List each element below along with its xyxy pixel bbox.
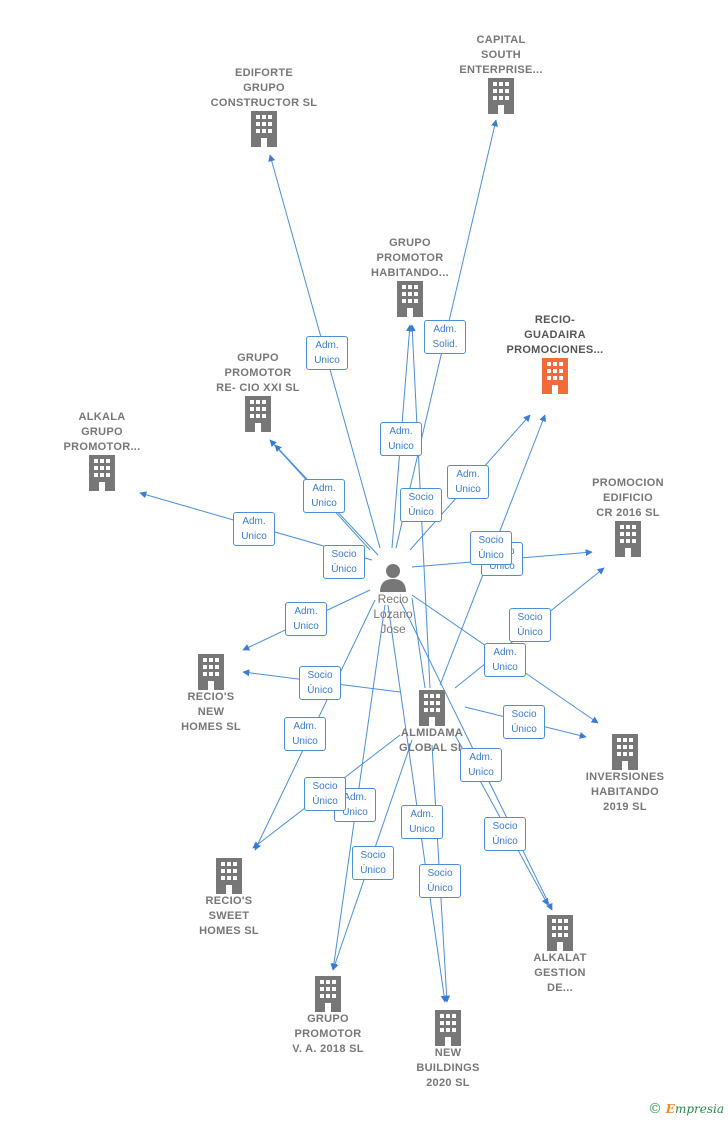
company-alkalat-gestion[interactable]: ALKALAT GESTION DE... bbox=[514, 915, 606, 996]
company-label: GRUPO PROMOTOR V. A. 2018 SL bbox=[292, 1013, 364, 1055]
company-grupo-va-2018[interactable]: GRUPO PROMOTOR V. A. 2018 SL bbox=[276, 976, 380, 1057]
company-label: NEW BUILDINGS 2020 SL bbox=[416, 1047, 480, 1089]
edge-label-adm-unico[interactable]: Adm. Unico bbox=[233, 512, 275, 546]
building-icon bbox=[615, 521, 641, 557]
company-alkala-grupo[interactable]: ALKALA GRUPO PROMOTOR... bbox=[56, 410, 148, 491]
company-label: RECIO- GUADAIRA PROMOCIONES... bbox=[506, 314, 604, 356]
building-icon-highlight bbox=[542, 358, 568, 394]
edge-label-socio-unico[interactable]: Socio Único bbox=[419, 864, 461, 898]
edge-label-socio-unico[interactable]: Socio Único bbox=[299, 666, 341, 700]
edge-person-va2018 bbox=[330, 604, 386, 971]
building-icon bbox=[315, 976, 341, 1012]
company-label: ALKALAT GESTION DE... bbox=[533, 952, 587, 994]
edge-label-adm-unico[interactable]: Adm. Unico bbox=[484, 643, 526, 677]
company-almidama[interactable]: ALMIDAMA GLOBAL SL bbox=[386, 690, 478, 756]
edge-label-socio-unico[interactable]: Socio Único bbox=[304, 777, 346, 811]
copyright-symbol: © bbox=[647, 1101, 662, 1117]
edge-label-socio-unico[interactable]: Socio Único bbox=[503, 705, 545, 739]
edge-label-adm-unico[interactable]: Adm. Unico bbox=[380, 422, 422, 456]
building-icon bbox=[397, 281, 423, 317]
brand-name: mpresia bbox=[674, 1102, 724, 1116]
brand-initial: E bbox=[665, 1102, 675, 1116]
edge-person-newbuildings bbox=[387, 604, 448, 1003]
company-new-buildings[interactable]: NEW BUILDINGS 2020 SL bbox=[402, 1010, 494, 1091]
edge-label-adm-unico[interactable]: Adm. Unico bbox=[285, 602, 327, 636]
edge-label-adm-unico[interactable]: Adm. Unico bbox=[447, 465, 489, 499]
building-icon bbox=[198, 654, 224, 690]
person-icon bbox=[380, 564, 406, 592]
company-grupo-recio-xxi[interactable]: GRUPO PROMOTOR RE- CIO XXI SL bbox=[200, 351, 316, 432]
company-grupo-habitando[interactable]: GRUPO PROMOTOR HABITANDO... bbox=[364, 236, 456, 317]
edge-label-adm-unico[interactable]: Adm. Unico bbox=[306, 336, 348, 370]
company-ediforte[interactable]: EDIFORTE GRUPO CONSTRUCTOR SL bbox=[204, 66, 324, 147]
company-promocion-edificio[interactable]: PROMOCION EDIFICIO CR 2016 SL bbox=[582, 476, 674, 557]
edge-label-socio-unico[interactable]: Socio Único bbox=[509, 608, 551, 642]
company-label: ALKALA GRUPO PROMOTOR... bbox=[63, 411, 141, 453]
building-icon bbox=[251, 111, 277, 147]
building-icon bbox=[435, 1010, 461, 1046]
company-label: RECIO'S NEW HOMES SL bbox=[181, 691, 241, 733]
building-icon bbox=[216, 858, 242, 894]
building-icon bbox=[89, 455, 115, 491]
building-icon bbox=[419, 690, 445, 726]
person-label: Recio Lozano Jose bbox=[373, 592, 413, 636]
edge-label-adm-unico[interactable]: Adm. Unico bbox=[460, 748, 502, 782]
edge-label-adm-solid[interactable]: Adm. Solid. bbox=[424, 320, 466, 354]
company-label: INVERSIONES HABITANDO 2019 SL bbox=[585, 771, 665, 813]
edge-label-socio-unico[interactable]: Socio Único bbox=[484, 817, 526, 851]
building-icon bbox=[488, 78, 514, 114]
company-recio-guadaira[interactable]: RECIO- GUADAIRA PROMOCIONES... bbox=[495, 313, 615, 394]
company-label: GRUPO PROMOTOR RE- CIO XXI SL bbox=[216, 352, 300, 394]
company-label: EDIFORTE GRUPO CONSTRUCTOR SL bbox=[210, 67, 318, 109]
company-capital-south[interactable]: CAPITAL SOUTH ENTERPRISE... bbox=[455, 33, 547, 114]
edge-label-adm-unico[interactable]: Adm. Unico bbox=[284, 717, 326, 751]
empresia-logo: © Empresia bbox=[648, 1101, 724, 1117]
edge-person-almidama bbox=[411, 597, 426, 689]
company-label: GRUPO PROMOTOR HABITANDO... bbox=[371, 237, 449, 279]
edge-label-socio-unico[interactable]: Socio Único bbox=[352, 846, 394, 880]
building-icon bbox=[245, 396, 271, 432]
company-label: RECIO'S SWEET HOMES SL bbox=[199, 895, 259, 937]
building-icon bbox=[547, 915, 573, 951]
company-recios-sweet-homes[interactable]: RECIO'S SWEET HOMES SL bbox=[183, 858, 275, 939]
edge-label-adm-unico[interactable]: Adm. Unico bbox=[303, 479, 345, 513]
building-icon bbox=[612, 734, 638, 770]
company-label: ALMIDAMA GLOBAL SL bbox=[398, 727, 466, 754]
edge-label-adm-unico[interactable]: Adm. Unico bbox=[401, 805, 443, 839]
company-label: PROMOCION EDIFICIO CR 2016 SL bbox=[592, 477, 664, 519]
edge-label-socio-unico[interactable]: Socio Único bbox=[400, 488, 442, 522]
company-recios-new-homes[interactable]: RECIO'S NEW HOMES SL bbox=[165, 654, 257, 735]
edge-label-socio-unico[interactable]: Socio Único bbox=[323, 545, 365, 579]
person-recio-lozano-jose[interactable]: Recio Lozano Jose bbox=[358, 562, 428, 637]
company-inversiones-habitando[interactable]: INVERSIONES HABITANDO 2019 SL bbox=[577, 734, 673, 815]
edge-label-socio-unico[interactable]: Socio Único bbox=[470, 531, 512, 565]
company-label: CAPITAL SOUTH ENTERPRISE... bbox=[459, 34, 543, 76]
